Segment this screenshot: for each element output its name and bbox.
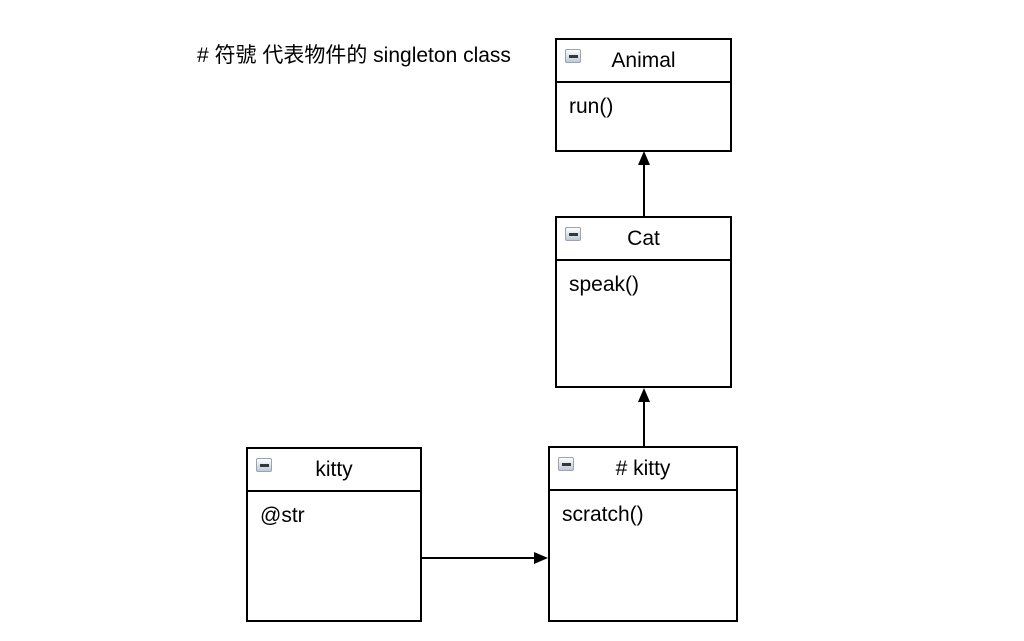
edge-singleton-kitty-to-cat[interactable] — [638, 388, 650, 446]
edge-cat-to-animal[interactable] — [638, 151, 650, 216]
class-header: kitty — [248, 449, 420, 492]
class-body: scratch() — [550, 491, 736, 539]
class-member: run() — [569, 95, 614, 118]
minus-glyph — [561, 462, 571, 466]
class-header: Animal — [557, 40, 730, 83]
class-member: scratch() — [562, 503, 644, 526]
collapse-minus-icon[interactable] — [565, 227, 581, 241]
class-box-cat[interactable]: Cat speak() — [555, 216, 732, 388]
class-header: Cat — [557, 218, 730, 261]
class-body: @str — [248, 492, 420, 540]
minus-glyph — [568, 54, 578, 58]
arrowhead-up-icon — [638, 151, 650, 165]
class-box-singleton-kitty[interactable]: # kitty scratch() — [548, 446, 738, 622]
minus-glyph — [568, 232, 578, 236]
class-box-kitty[interactable]: kitty @str — [246, 447, 422, 622]
edge-kitty-to-singleton-kitty[interactable] — [422, 552, 548, 564]
diagram-note-text[interactable]: # 符號 代表物件的 singleton class — [197, 44, 511, 67]
class-box-animal[interactable]: Animal run() — [555, 38, 732, 152]
class-body: run() — [557, 83, 730, 131]
class-member: speak() — [569, 273, 640, 296]
class-header: # kitty — [550, 448, 736, 491]
class-member: @str — [260, 504, 305, 527]
collapse-minus-icon[interactable] — [565, 49, 581, 63]
class-title: Cat — [627, 226, 660, 250]
arrowhead-up-icon — [638, 388, 650, 402]
class-title: kitty — [315, 457, 353, 481]
class-title: # kitty — [615, 456, 671, 480]
collapse-minus-icon[interactable] — [256, 458, 272, 472]
collapse-minus-icon[interactable] — [558, 457, 574, 471]
minus-glyph — [259, 463, 269, 467]
class-title: Animal — [611, 48, 676, 72]
arrowhead-right-icon — [534, 552, 548, 564]
class-body: speak() — [557, 261, 730, 309]
